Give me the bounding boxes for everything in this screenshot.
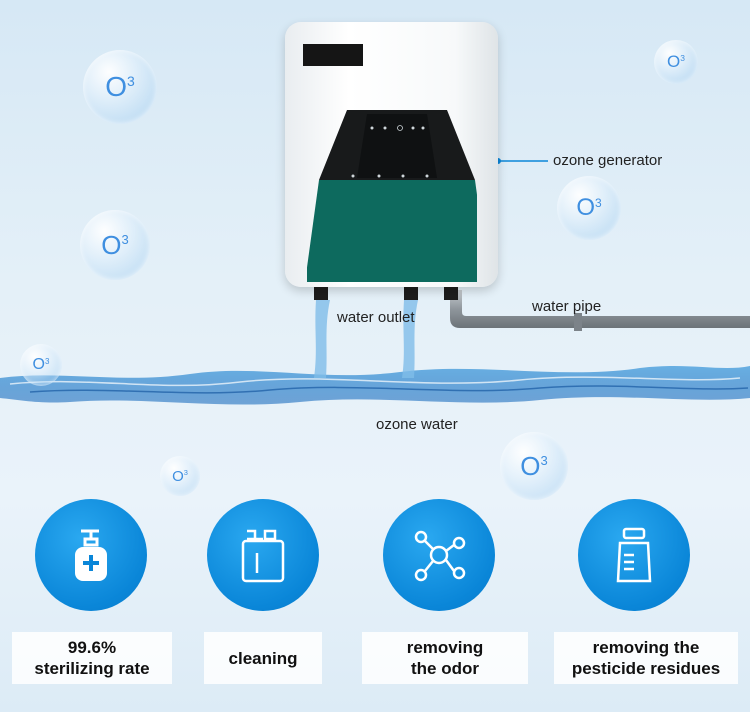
molecule-icon bbox=[414, 530, 466, 582]
feature-label-odor: removing the odor bbox=[362, 632, 528, 684]
hand-sanitizer-icon bbox=[75, 529, 107, 581]
label-water-pipe: water pipe bbox=[532, 298, 602, 315]
feature-label-pesticide: removing the pesticide residues bbox=[554, 632, 738, 684]
control-panel bbox=[307, 110, 477, 282]
feature-pesticide-badge bbox=[578, 499, 690, 611]
label-ozone-generator: ozone generator bbox=[553, 152, 663, 169]
label-water-outlet: water outlet bbox=[337, 309, 415, 326]
feature-cleaning-badge bbox=[207, 499, 319, 611]
feature-label-sterilizing: 99.6% sterilizing rate bbox=[12, 632, 172, 684]
feature-sterilizing-badge bbox=[35, 499, 147, 611]
feature-odor-badge bbox=[383, 499, 495, 611]
label-ozone-water: ozone water bbox=[376, 416, 458, 433]
feature-label-cleaning: cleaning bbox=[204, 632, 322, 684]
cleaning-bottle-icon bbox=[241, 529, 285, 583]
ozone-generator-device bbox=[285, 22, 498, 287]
pesticide-jar-icon bbox=[616, 527, 652, 583]
device-display bbox=[303, 44, 363, 66]
